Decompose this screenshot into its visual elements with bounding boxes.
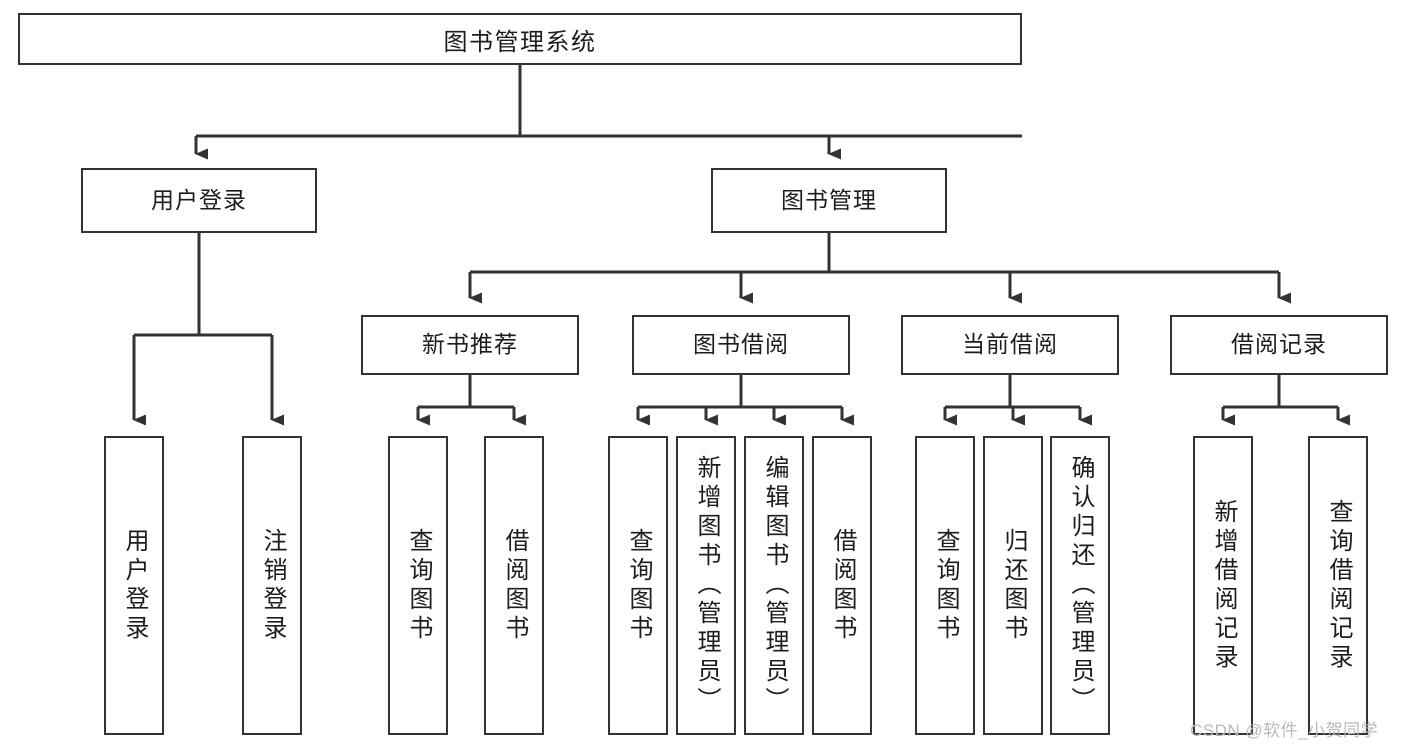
node-leaf-logout[interactable]: 注销登录 bbox=[242, 436, 302, 735]
node-root[interactable]: 图书管理系统 bbox=[18, 13, 1022, 65]
node-leaf-borrow-book[interactable]: 借阅图书 bbox=[812, 436, 872, 735]
node-level3-new-book-recommend[interactable]: 新书推荐 bbox=[361, 315, 579, 375]
node-leaf-query-book-borrow[interactable]: 查询图书 bbox=[608, 436, 668, 735]
node-leaf-confirm-return-admin[interactable]: 确认归还（管理员） bbox=[1050, 436, 1110, 735]
node-leaf-borrow-book-new[interactable]: 借阅图书 bbox=[484, 436, 544, 735]
node-leaf-query-book-new[interactable]: 查询图书 bbox=[388, 436, 448, 735]
node-level3-book-borrow[interactable]: 图书借阅 bbox=[632, 315, 850, 375]
node-level2-book-management[interactable]: 图书管理 bbox=[711, 168, 947, 233]
node-level2-user-login[interactable]: 用户登录 bbox=[81, 168, 317, 233]
node-leaf-add-book-admin[interactable]: 新增图书（管理员） bbox=[676, 436, 736, 735]
node-leaf-query-book-current[interactable]: 查询图书 bbox=[915, 436, 975, 735]
node-level3-borrow-record[interactable]: 借阅记录 bbox=[1170, 315, 1388, 375]
node-leaf-user-login[interactable]: 用户登录 bbox=[104, 436, 164, 735]
watermark: CSDN @软件_小贺同学 bbox=[1190, 721, 1379, 740]
node-leaf-query-borrow-record[interactable]: 查询借阅记录 bbox=[1308, 436, 1368, 735]
node-leaf-edit-book-admin[interactable]: 编辑图书（管理员） bbox=[744, 436, 804, 735]
node-leaf-add-borrow-record[interactable]: 新增借阅记录 bbox=[1193, 436, 1253, 735]
node-level3-current-borrow[interactable]: 当前借阅 bbox=[901, 315, 1119, 375]
node-leaf-return-book[interactable]: 归还图书 bbox=[983, 436, 1043, 735]
